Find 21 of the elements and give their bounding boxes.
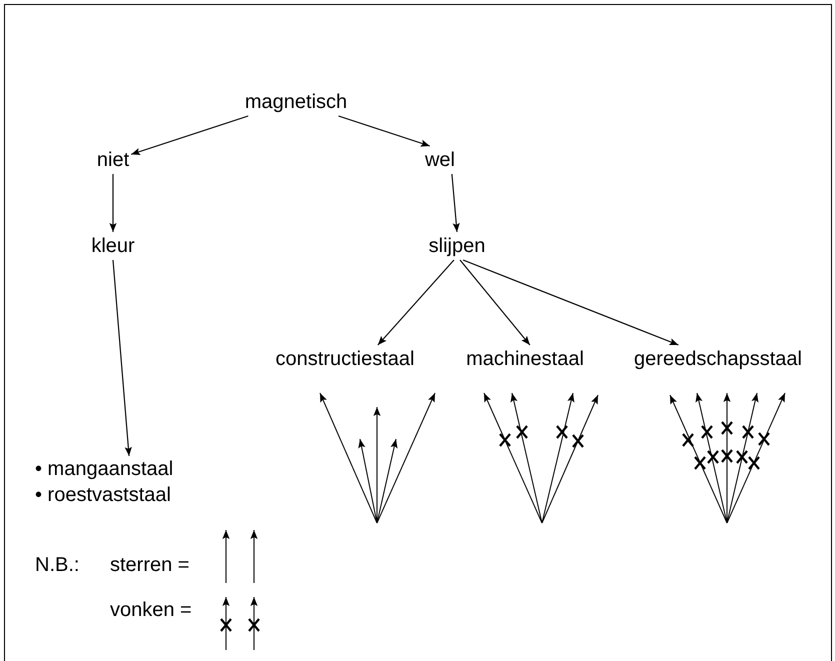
note-label: vonken = [110, 598, 192, 622]
node-label: kleur [89, 232, 137, 260]
node-label: niet [94, 146, 132, 174]
arrow [338, 115, 430, 147]
list-item: • roestvaststaal [35, 483, 172, 508]
node-label: constructiestaal [274, 345, 416, 373]
node-label: gereedschapsstaal [632, 345, 804, 373]
node-label: machinestaal [464, 345, 586, 373]
node-label: slijpen [426, 232, 488, 260]
arrow [109, 174, 117, 232]
arrow [460, 260, 530, 346]
arrow [462, 259, 679, 346]
arrow [112, 260, 132, 456]
arrow [451, 174, 460, 232]
arrow [377, 260, 454, 346]
arrow [130, 115, 248, 156]
note-label: N.B.: [35, 553, 80, 577]
node-label: magnetisch [242, 88, 350, 116]
node-label: wel [423, 146, 457, 174]
note-label: sterren = [110, 553, 190, 577]
list-item: • mangaanstaal [35, 457, 174, 482]
